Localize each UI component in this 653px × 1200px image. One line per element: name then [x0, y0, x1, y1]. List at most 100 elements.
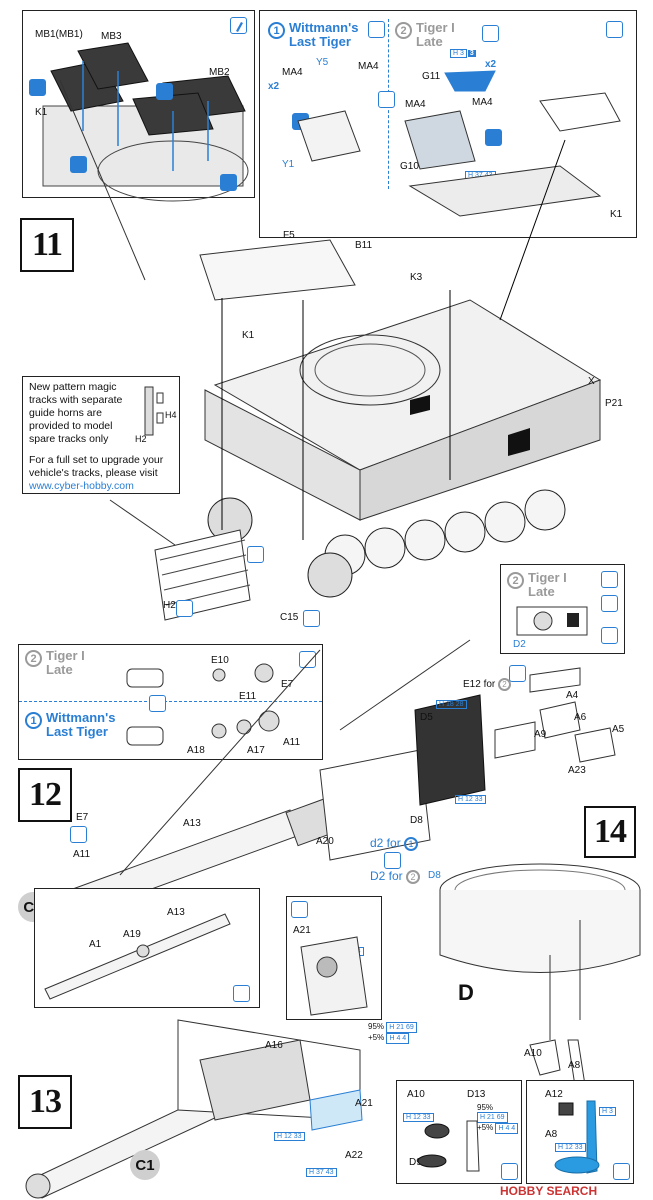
variant-1-header: 1 Wittmann's Last Tiger — [268, 21, 385, 49]
glue-icon — [368, 21, 385, 38]
paint-code-h3: H 3 — [599, 1107, 616, 1116]
label-a21: A21 — [355, 1098, 373, 1109]
variant-2-name: Tiger I Late — [46, 648, 85, 677]
mix-95-code: H 21 69 — [477, 1112, 508, 1123]
paint-code-h12-33: H 12 33 — [403, 1113, 434, 1122]
code-ref: H 3 — [599, 1107, 616, 1116]
variant-2-number: 2 — [406, 870, 421, 884]
label-a23: A23 — [568, 765, 586, 776]
mix-95-pct: 95% — [477, 1103, 494, 1112]
note-url-link[interactable]: www.cyber-hobby.com — [29, 480, 134, 492]
code-ref: H 21 69 — [386, 1022, 417, 1033]
label-a5: A5 — [612, 724, 625, 735]
label-a13: A13 — [167, 907, 185, 918]
cement-drop-icon — [156, 83, 173, 100]
label-mb3: MB3 — [101, 31, 122, 42]
variant-1-header: 1 Wittmann's Last Tiger — [25, 711, 142, 739]
note-text-2-body: For a full set to upgrade your vehicle's… — [29, 454, 164, 479]
glue-icon — [606, 21, 623, 38]
label-y1: Y1 — [282, 159, 295, 170]
label-mb1: MB1(MB1) — [35, 29, 83, 40]
label-e11: E11 — [239, 691, 257, 702]
paint-code-h12-33: H 12 33 — [555, 1143, 586, 1152]
glue-icon — [291, 901, 308, 918]
variant-2-header: 2 Tiger I Late — [507, 571, 576, 599]
mix-callout: 95% H 21 69 +5% H 4 4 — [477, 1103, 521, 1134]
variant-2-number: 2 — [507, 572, 524, 589]
label-k1: K1 — [35, 107, 48, 118]
label-a19: A19 — [123, 929, 141, 940]
glue-icon — [233, 985, 250, 1002]
code-ref: H 12 33 — [403, 1113, 434, 1122]
label-e7: E7 — [281, 679, 294, 690]
cement-drop-icon — [220, 174, 237, 191]
label-g10: G10 — [400, 161, 419, 172]
paint-code-h37-43: H 37 43 — [306, 1168, 337, 1177]
mix-5-code: H 4 4 — [386, 1033, 410, 1044]
variant-2-name: Tiger I Late — [528, 570, 567, 599]
watermark-text: HOBBY SEARCH — [500, 1184, 598, 1198]
flip-icon — [70, 826, 87, 843]
step-11-number: 11 — [20, 218, 74, 272]
mix-5-pct: +5% — [368, 1033, 385, 1042]
code-num: 3 — [467, 50, 476, 57]
variant-2-name: Tiger I Late — [416, 20, 455, 49]
label-d2: D2 — [513, 639, 526, 650]
code-ref: H 21 69 — [477, 1112, 508, 1123]
hatch-drawings — [297, 70, 621, 217]
magic-tracks-note: New pattern magic tracks with separate g… — [22, 376, 180, 494]
variant-2-number: 2 — [395, 22, 412, 39]
label-a22: A22 — [345, 1150, 363, 1161]
mix-5-pct: +5% — [477, 1123, 494, 1132]
variant-2-number: 2 — [25, 650, 42, 667]
label-a17: A17 — [247, 745, 265, 756]
glue-icon — [601, 571, 618, 588]
variant-1-name: Wittmann's Last Tiger — [289, 20, 359, 49]
hobby-search-watermark: HOBBY SEARCH — [500, 1184, 597, 1198]
step-14-number: 14 — [584, 806, 636, 858]
muzzle-parts-drawing — [126, 663, 280, 746]
note-text-1: New pattern magic tracks with separate g… — [29, 381, 123, 445]
cement-drop-icon — [485, 129, 502, 146]
label-h2: H2 — [135, 434, 147, 444]
label-a13: A13 — [183, 818, 201, 829]
glue-icon — [299, 651, 316, 668]
step14-turret-drawing — [439, 863, 641, 1087]
variant-1-number: 1 — [404, 837, 419, 851]
glue-brush-icon — [235, 21, 243, 32]
tow-icon — [247, 546, 264, 563]
flip-icon — [303, 610, 320, 627]
variant-2-number: 2 — [498, 678, 512, 691]
paint-icon — [601, 627, 618, 644]
mix-callout: 95% H 21 69 +5% H 4 4 — [368, 1022, 417, 1044]
paint-code-h12-33: H 12 33 — [274, 1132, 305, 1141]
hatch-handle-drawing — [554, 1100, 600, 1174]
step-12-number: 12 — [18, 768, 72, 822]
step12-inset-right: 2 Tiger I Late D2 — [500, 564, 625, 654]
label-a9: A9 — [534, 729, 547, 740]
flip-icon — [384, 852, 401, 869]
label-d13: D13 — [467, 1089, 486, 1100]
label-x: X — [588, 376, 595, 387]
label-y5: Y5 — [316, 57, 329, 68]
cement-drop-icon — [29, 79, 46, 96]
glue-icon — [230, 17, 247, 34]
label-ma4: MA4 — [405, 99, 426, 110]
barrel-inset: A13 A19 A1 — [34, 888, 260, 1008]
label-d2-upper: D2 for — [370, 869, 403, 883]
step14-inset-right: A12 A8 H 3 H 12 33 — [526, 1080, 634, 1184]
label-f5: F5 — [283, 230, 295, 241]
label-k1: K1 — [242, 330, 255, 341]
mix-5-code: H 4 4 — [495, 1123, 519, 1134]
label-a8: A8 — [545, 1129, 558, 1140]
label-a1: A1 — [89, 939, 102, 950]
variant-divider — [19, 701, 322, 702]
variant-1-number: 1 — [268, 22, 285, 39]
mix-95: 95% H 21 69 — [477, 1103, 521, 1123]
label-mb2: MB2 — [209, 67, 230, 78]
c1-callout: C1 — [130, 1150, 160, 1180]
label-h4: H4 — [165, 410, 177, 420]
step12-gun-drawing — [39, 639, 616, 1001]
label-a10: A10 — [524, 1048, 542, 1059]
flip-icon — [149, 695, 166, 712]
